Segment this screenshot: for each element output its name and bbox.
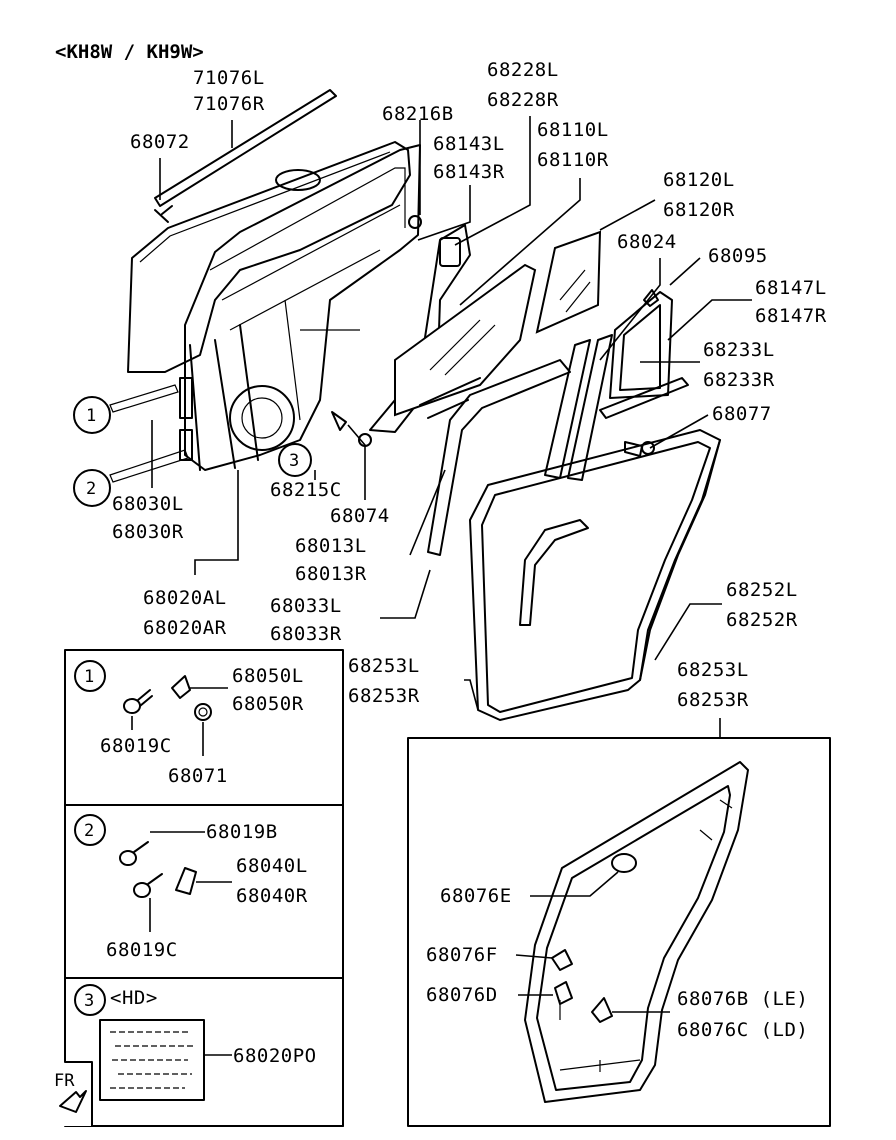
label-68024: 68024 xyxy=(617,231,677,253)
label-68110L: 68110L xyxy=(537,119,609,141)
label-68019C-d2: 68019C xyxy=(106,939,178,961)
label-68033L: 68033L xyxy=(270,595,342,617)
quarter-glass xyxy=(535,230,602,334)
label-71076R: 71076R xyxy=(193,93,265,115)
callout-2: 2 xyxy=(73,449,189,507)
label-68076C-LD: 68076C (LD) xyxy=(677,1019,808,1041)
label-68071: 68071 xyxy=(168,765,228,787)
leader-lines xyxy=(151,116,752,738)
label-68228L: 68228L xyxy=(487,59,559,81)
label-68077: 68077 xyxy=(712,403,772,425)
svg-text:2: 2 xyxy=(86,479,96,499)
label-68040R: 68040R xyxy=(236,885,308,907)
door-trim-panel xyxy=(369,224,471,433)
label-68013R: 68013R xyxy=(295,563,367,585)
detail-3-title: <HD> xyxy=(110,987,158,1009)
label-68143L: 68143L xyxy=(433,133,505,155)
detail-1: 1 68050L 68050R 68019C 68071 xyxy=(74,660,304,787)
label-68095: 68095 xyxy=(708,245,768,267)
label-68120L: 68120L xyxy=(663,169,735,191)
label-68020PO: 68020PO xyxy=(233,1045,317,1067)
front-arrow-icon xyxy=(59,1090,87,1113)
label-68216B: 68216B xyxy=(382,103,454,125)
label-68110R: 68110R xyxy=(537,149,609,171)
label-68076D: 68076D xyxy=(426,984,498,1006)
label-68143R: 68143R xyxy=(433,161,505,183)
label-68050R: 68050R xyxy=(232,693,304,715)
label-68253R-left: 68253R xyxy=(348,685,420,707)
label-68233R: 68233R xyxy=(703,369,775,391)
model-code-heading: <KH8W / KH9W> xyxy=(55,41,204,63)
screw-68077 xyxy=(624,441,655,457)
door-opening-weatherstrip xyxy=(469,429,721,721)
part-labels: 71076L 71076R 68072 68216B 68228L 68228R… xyxy=(112,59,827,711)
detail-3: 3 <HD> 68020PO xyxy=(74,984,317,1101)
label-68072: 68072 xyxy=(130,131,190,153)
clip-68095 xyxy=(643,289,659,307)
svg-text:2: 2 xyxy=(84,821,94,841)
label-68020AR: 68020AR xyxy=(143,617,227,639)
label-68013L: 68013L xyxy=(295,535,367,557)
svg-text:3: 3 xyxy=(289,451,299,471)
svg-text:3: 3 xyxy=(84,991,94,1011)
label-68253R-right: 68253R xyxy=(677,689,749,711)
callout-3: 3 xyxy=(278,443,312,477)
front-marker-text: FR xyxy=(54,1071,75,1091)
label-71076L: 71076L xyxy=(193,67,265,89)
label-68228R: 68228R xyxy=(487,89,559,111)
label-68147R: 68147R xyxy=(755,305,827,327)
label-68076B-LE: 68076B (LE) xyxy=(677,988,808,1010)
label-68215C: 68215C xyxy=(270,479,342,501)
svg-text:1: 1 xyxy=(86,406,96,426)
label-68253L-left: 68253L xyxy=(348,655,420,677)
label-68040L: 68040L xyxy=(236,855,308,877)
detail-2: 2 68019B 68040L 68040R 68019C xyxy=(74,814,308,961)
label-68076E: 68076E xyxy=(440,885,512,907)
quarter-seal-frame xyxy=(599,291,689,419)
label-68019C-d1: 68019C xyxy=(100,735,172,757)
label-68076F: 68076F xyxy=(426,944,498,966)
callout-1: 1 xyxy=(73,384,179,434)
label-68019B: 68019B xyxy=(206,821,278,843)
glass-run-channel xyxy=(427,334,613,556)
label-68074: 68074 xyxy=(330,505,390,527)
label-68020AL: 68020AL xyxy=(143,587,227,609)
door-inner-frame xyxy=(179,144,422,471)
label-68050L: 68050L xyxy=(232,665,304,687)
label-68252R: 68252R xyxy=(726,609,798,631)
label-68252L: 68252L xyxy=(726,579,798,601)
door-outer-panel xyxy=(127,89,411,373)
label-68033R: 68033R xyxy=(270,623,342,645)
front-direction-marker: FR xyxy=(54,1071,87,1113)
label-68253L-right: 68253L xyxy=(677,659,749,681)
svg-text:1: 1 xyxy=(84,667,94,687)
label-68030R: 68030R xyxy=(112,521,184,543)
door-glass xyxy=(394,263,537,419)
label-68120R: 68120R xyxy=(663,199,735,221)
label-68030L: 68030L xyxy=(112,493,184,515)
detail-seal: 68076E 68076F 68076D 68076B (LE) 68076C … xyxy=(407,737,831,1127)
label-68233L: 68233L xyxy=(703,339,775,361)
label-68147L: 68147L xyxy=(755,277,827,299)
